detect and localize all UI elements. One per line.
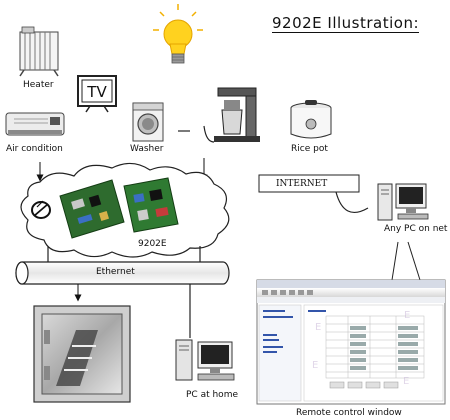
home-pc-icon <box>175 339 235 381</box>
power-plug-icon <box>31 200 51 219</box>
callout-remote-window-edge <box>407 241 421 281</box>
remote-control-window: E E E E <box>256 279 446 405</box>
heater-label: Heater <box>23 80 54 90</box>
svg-text:E: E <box>404 310 410 321</box>
internet-label: INTERNET <box>276 179 328 189</box>
any-pc-label: Any PC on net <box>384 224 448 234</box>
air-conditioner-icon <box>5 112 65 136</box>
internet-link <box>335 191 369 213</box>
remote-pc-icon <box>377 183 429 221</box>
svg-text:E: E <box>403 376 409 387</box>
internet-box <box>258 174 360 193</box>
tv-screen-text: TV <box>86 83 107 101</box>
ethernet-label: Ethernet <box>96 267 135 277</box>
board-label: 9202E <box>138 239 167 249</box>
9202e-board-right-icon <box>123 177 179 233</box>
light-bulb-icon <box>153 4 203 64</box>
9202e-board-left-icon <box>59 179 125 239</box>
rice-pot-label: Rice pot <box>291 144 328 154</box>
remote-window-label: Remote control window <box>296 408 402 418</box>
washer-icon <box>132 102 164 142</box>
home-network-cloud <box>20 162 230 258</box>
callout-remote-window <box>391 241 420 281</box>
tv-icon: TV <box>77 75 117 113</box>
heater-icon <box>19 26 59 77</box>
safe-icon <box>33 305 131 403</box>
svg-text:E: E <box>312 360 318 371</box>
pc-at-home-label: PC at home <box>186 390 238 400</box>
coffee-maker-icon <box>203 87 260 143</box>
svg-text:E: E <box>315 322 321 333</box>
ethernet-pipe <box>15 261 230 285</box>
rice-pot-icon <box>290 100 332 139</box>
washer-label: Washer <box>130 144 164 154</box>
diagram-title: 9202E Illustration: <box>272 14 420 33</box>
air-condition-label: Air condition <box>6 144 63 154</box>
